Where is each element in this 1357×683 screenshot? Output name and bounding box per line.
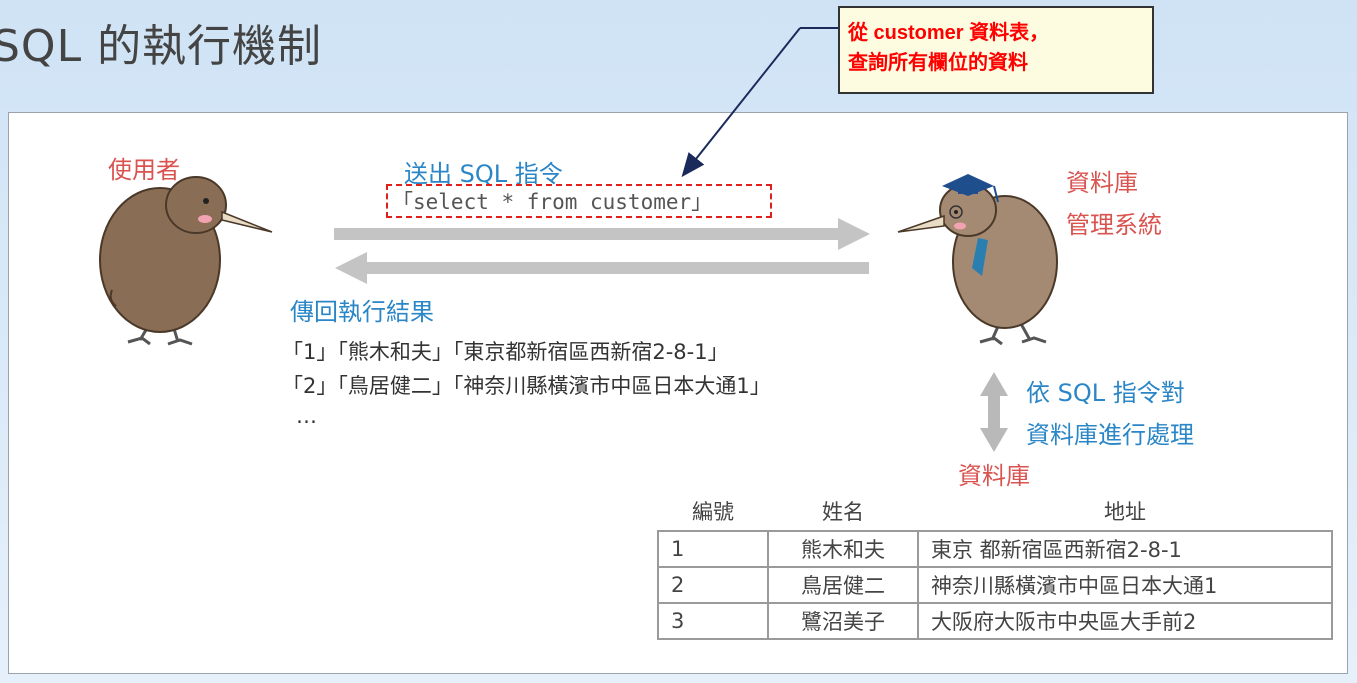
- callout-line-2: 查詢所有欄位的資料: [848, 52, 1028, 74]
- callout-box: 從 customer 資料表， 查詢所有欄位的資料: [838, 6, 1154, 94]
- user-label: 使用者: [108, 156, 180, 184]
- return-label: 傳回執行結果: [290, 298, 434, 326]
- cell-name: 熊木和夫: [767, 530, 919, 568]
- process-label-line-2: 資料庫進行處理: [1026, 421, 1194, 449]
- slide-title: SQL 的執行機制: [0, 21, 323, 72]
- result-line-1: 「1」「熊木和夫」「東京都新宿區西新宿2-8-1」: [282, 340, 729, 364]
- send-arrow: [334, 218, 870, 250]
- table-header-row: 編號 姓名 地址: [658, 492, 1332, 531]
- cell-address: 大阪府大阪市中央區大手前2: [917, 602, 1333, 640]
- dbms-kiwi-icon: [897, 174, 1058, 346]
- header-id: 編號: [692, 500, 734, 524]
- sql-command: 「select * from customer」: [392, 190, 713, 214]
- table-row: 1 熊木和夫 東京 都新宿區西新宿2-8-1: [657, 530, 1333, 568]
- user-kiwi-icon: [99, 176, 273, 346]
- cell-id: 2: [657, 566, 769, 604]
- callout-pointer: [681, 27, 838, 178]
- cell-id: 3: [657, 602, 769, 640]
- result-ellipsis: …: [296, 404, 317, 428]
- command-highlight-box: [386, 184, 772, 218]
- dbms-label: 資料庫 管理系統: [1066, 162, 1162, 246]
- cell-name: 鷺沼美子: [767, 602, 919, 640]
- process-label-line-1: 依 SQL 指令對: [1026, 379, 1185, 407]
- return-arrow: [335, 252, 869, 284]
- table-row: 2 鳥居健二 神奈川縣橫濱市中區日本大通1: [657, 566, 1333, 604]
- dbms-label-line-2: 管理系統: [1066, 211, 1162, 239]
- header-address: 地址: [1104, 500, 1146, 524]
- cell-address: 東京 都新宿區西新宿2-8-1: [917, 530, 1333, 568]
- cell-id: 1: [657, 530, 769, 568]
- database-label: 資料庫: [958, 462, 1030, 490]
- cell-address: 神奈川縣橫濱市中區日本大通1: [917, 566, 1333, 604]
- header-name: 姓名: [822, 500, 864, 524]
- callout-line-1: 從 customer 資料表，: [848, 22, 1050, 44]
- result-line-2: 「2」「鳥居健二」「神奈川縣橫濱市中區日本大通1」: [282, 374, 771, 398]
- send-label: 送出 SQL 指令: [404, 160, 563, 188]
- cell-name: 鳥居健二: [767, 566, 919, 604]
- process-arrow: [980, 372, 1008, 452]
- database-table: 編號 姓名 地址 1 熊木和夫 東京 都新宿區西新宿2-8-1 2 鳥居健二 神…: [657, 492, 1333, 640]
- dbms-label-line-1: 資料庫: [1066, 169, 1138, 197]
- process-label: 依 SQL 指令對 資料庫進行處理: [1026, 372, 1194, 456]
- table-row: 3 鷺沼美子 大阪府大阪市中央區大手前2: [657, 602, 1333, 640]
